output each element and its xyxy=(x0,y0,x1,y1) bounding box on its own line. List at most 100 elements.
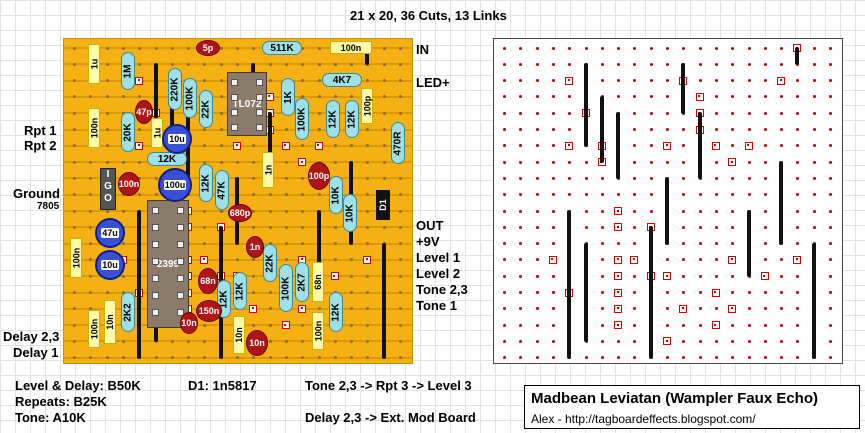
strip-hole xyxy=(138,46,142,50)
strip-hole xyxy=(519,46,523,50)
ic-pin xyxy=(152,224,159,231)
strip-hole xyxy=(89,160,93,164)
label-rpt2: Rpt 2 xyxy=(24,138,57,153)
resistor-10k-a: 10K xyxy=(329,176,343,214)
strip-hole xyxy=(600,46,604,50)
strip-hole xyxy=(219,160,223,164)
track-cut xyxy=(548,255,557,264)
strip-hole xyxy=(551,176,555,180)
strip-hole xyxy=(796,339,800,343)
strip-hole xyxy=(317,111,321,115)
resistor-12k-f: 12K xyxy=(329,292,343,332)
strip-hole xyxy=(301,356,305,360)
resistor-511k: 511K xyxy=(262,41,302,55)
wire-link xyxy=(811,242,816,359)
strip-hole xyxy=(284,176,288,180)
strip-hole xyxy=(535,209,539,213)
strip-hole xyxy=(333,62,337,66)
ic-tl072-label: TL072 xyxy=(232,98,262,110)
strip-hole xyxy=(568,95,572,99)
strip-hole xyxy=(731,323,735,327)
strip-hole xyxy=(350,307,354,311)
strip-hole xyxy=(649,144,653,148)
label-delay1: Delay 1 xyxy=(13,345,59,360)
strip-hole xyxy=(714,160,718,164)
strip-hole xyxy=(399,46,402,50)
strip-hole xyxy=(535,307,539,311)
note-pots-tone: Tone: A10K xyxy=(15,410,86,425)
strip-hole xyxy=(617,95,621,99)
ceramic-cap-47p: 47p xyxy=(135,100,153,124)
strip-hole xyxy=(399,62,402,66)
electrolytic-10u-b: 10u xyxy=(95,250,125,280)
track-cut xyxy=(314,141,323,150)
strip-hole xyxy=(666,128,669,131)
cer-label: 100p xyxy=(308,171,330,181)
strip-hole xyxy=(121,209,125,213)
res-label: 2K7 xyxy=(296,272,308,292)
strip-hole xyxy=(763,46,767,50)
strip-hole xyxy=(780,62,784,66)
strip-hole xyxy=(503,128,506,131)
film-label: 10n xyxy=(105,314,116,330)
strip-hole xyxy=(301,193,305,197)
res-label: 12K xyxy=(200,173,212,193)
strip-hole xyxy=(187,46,191,50)
resistor-100k-c: 100K xyxy=(279,264,293,312)
strip-hole xyxy=(333,160,337,164)
strip-hole xyxy=(551,95,555,99)
strip-hole xyxy=(73,356,76,360)
strip-hole xyxy=(731,95,735,99)
strip-hole xyxy=(780,111,784,115)
strip-hole xyxy=(382,95,386,99)
label-tone23: Tone 2,3 xyxy=(416,282,468,297)
track-cut xyxy=(363,255,372,264)
strip-hole xyxy=(633,307,637,311)
diode-d1: D1 xyxy=(376,190,390,220)
res-label: 12K xyxy=(346,109,358,129)
strip-hole xyxy=(633,274,637,278)
strip-hole xyxy=(399,242,402,246)
strip-hole xyxy=(600,176,604,180)
strip-hole xyxy=(551,46,555,50)
strip-hole xyxy=(519,291,523,294)
credit-title: Madbean Leviatan (Wampler Faux Echo) xyxy=(531,390,818,407)
strip-hole xyxy=(317,46,321,50)
strip-hole xyxy=(731,209,735,213)
strip-hole xyxy=(203,242,207,246)
label-out: OUT xyxy=(416,218,444,233)
strip-hole xyxy=(796,209,800,213)
strip-hole xyxy=(366,160,370,164)
wire-link xyxy=(583,63,588,147)
strip-hole xyxy=(252,193,256,197)
strip-hole xyxy=(812,62,816,66)
strip-hole xyxy=(600,307,604,311)
res-label: 100K xyxy=(280,276,292,300)
strip-hole xyxy=(633,176,637,180)
film-label: 100n xyxy=(89,117,100,139)
strip-hole xyxy=(519,95,523,99)
strip-hole xyxy=(284,193,288,197)
strip-hole xyxy=(519,307,523,311)
strip-hole xyxy=(747,95,751,99)
electrolytic-10u-a: 10u xyxy=(162,124,192,154)
strip-hole xyxy=(333,339,337,343)
strip-hole xyxy=(829,46,832,50)
strip-hole xyxy=(633,46,637,50)
note-delay-route: Delay 2,3 -> Ext. Mod Board xyxy=(305,410,476,425)
note-tone-route: Tone 2,3 -> Rpt 3 -> Level 3 xyxy=(305,378,472,393)
ic-pin xyxy=(177,241,184,248)
strip-hole xyxy=(317,307,321,311)
strip-hole xyxy=(714,209,718,213)
strip-hole xyxy=(268,291,272,294)
ic-pin xyxy=(177,275,184,282)
strip-hole xyxy=(301,242,305,246)
resistor-2k7: 2K7 xyxy=(295,262,309,302)
film-cap-100n-d: 100n xyxy=(88,310,100,348)
strip-hole xyxy=(829,62,832,66)
strip-hole xyxy=(666,46,669,50)
res-label: 4K7 xyxy=(332,74,352,86)
strip-hole xyxy=(535,339,539,343)
strip-hole xyxy=(747,176,751,180)
strip-hole xyxy=(649,111,653,115)
